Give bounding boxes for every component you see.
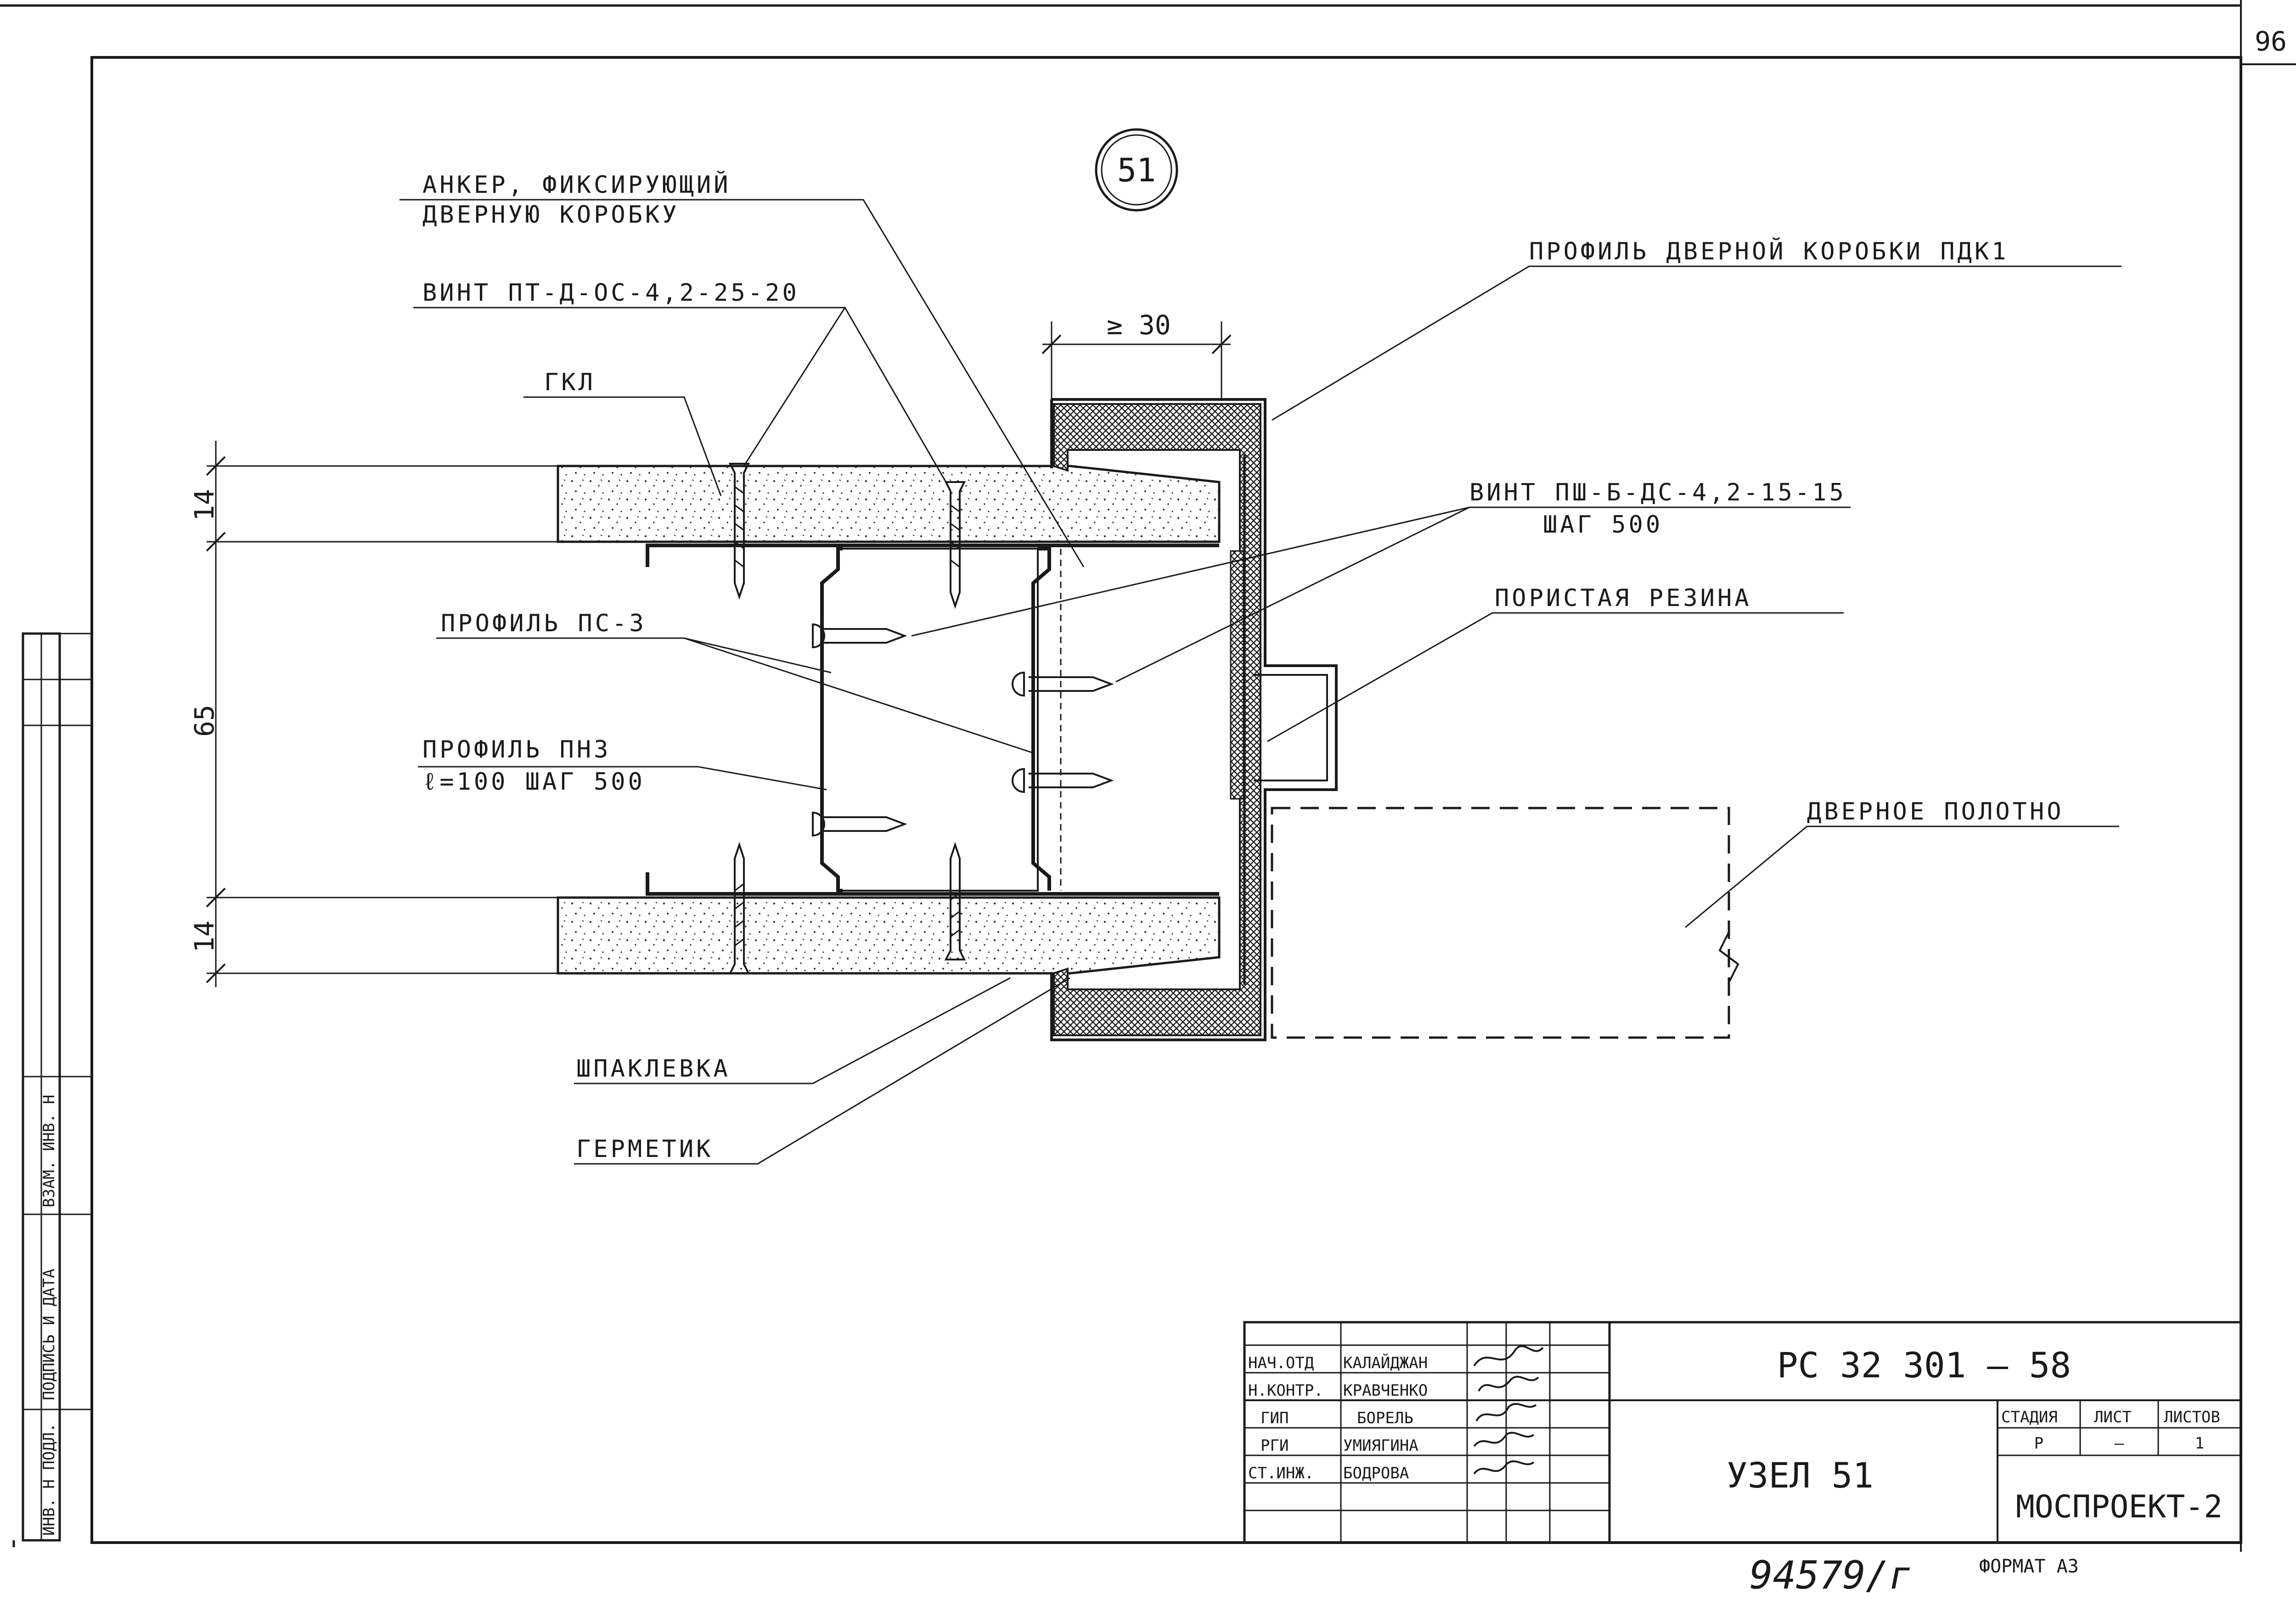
label-door-frame-profile: ПРОФИЛЬ ДВЕРНОЙ КОРОБКИ ПДК1 bbox=[1529, 237, 2009, 265]
label-anchor-1: АНКЕР, ФИКСИРУЮЩИЙ bbox=[422, 171, 731, 199]
label-screw-pt: ВИНТ ПТ-Д-ОС-4,2-25-20 bbox=[422, 279, 799, 307]
side-stamp bbox=[12, 632, 92, 1547]
wall-continuation-lines bbox=[207, 465, 558, 974]
tb-col-sheet: ЛИСТ bbox=[2094, 1408, 2132, 1426]
tb-col-stage: СТАДИЯ bbox=[2001, 1408, 2058, 1426]
label-door-leaf: ДВЕРНОЕ ПОЛОТНО bbox=[1807, 798, 2064, 825]
label-gkl: ГКЛ bbox=[544, 369, 596, 396]
tb-role-3: РГИ bbox=[1261, 1437, 1289, 1455]
tb-role-1: Н.КОНТР. bbox=[1248, 1381, 1323, 1400]
label-profile-pn3-2: ℓ=100 ШАГ 500 bbox=[422, 768, 645, 796]
dim-top-board: 14 bbox=[189, 489, 220, 521]
label-profile-pn3-1: ПРОФИЛЬ ПН3 bbox=[422, 736, 611, 763]
track-profile-top bbox=[646, 544, 1219, 567]
tb-name-2: БОРЕЛЬ bbox=[1357, 1409, 1413, 1427]
stamp-original-inv: ИНВ. Н ПОДЛ. bbox=[40, 1423, 58, 1536]
tb-name-1: КРАВЧЕНКО bbox=[1343, 1381, 1428, 1400]
screw-psh-2 bbox=[812, 811, 907, 837]
label-putty: ШПАКЛЕВКА bbox=[576, 1055, 731, 1083]
tb-sheet: — bbox=[2115, 1434, 2124, 1453]
label-sealant: ГЕРМЕТИК bbox=[576, 1135, 713, 1163]
rubber-gasket bbox=[1230, 550, 1244, 800]
label-screw-psh-2: ШАГ 500 bbox=[1543, 511, 1663, 539]
dim-frame-min: ≥ 30 bbox=[1107, 309, 1171, 341]
screw-pt-1 bbox=[728, 463, 750, 600]
screw-pt-3 bbox=[728, 842, 750, 974]
tb-stage: Р bbox=[2034, 1434, 2043, 1453]
tb-role-2: ГИП bbox=[1261, 1409, 1289, 1427]
stamp-signature-date: ПОДПИСЬ И ДАТА bbox=[40, 1269, 58, 1400]
gypsum-board-top bbox=[557, 465, 1221, 543]
sheet-border bbox=[0, 0, 2296, 1552]
label-anchor-2: ДВЕРНУЮ КОРОБКУ bbox=[422, 201, 680, 229]
tb-name-4: БОДРОВА bbox=[1343, 1464, 1409, 1482]
track-profile-bottom bbox=[646, 872, 1219, 896]
label-profile-ps3: ПРОФИЛЬ ПС-3 bbox=[441, 610, 647, 637]
detail-number: 51 bbox=[1117, 152, 1156, 189]
screw-psh-3 bbox=[1012, 671, 1114, 697]
detail-bubble bbox=[1095, 128, 1178, 212]
label-porous-rubber: ПОРИСТАЯ РЕЗИНА bbox=[1495, 584, 1752, 612]
door-leaf-break bbox=[1718, 932, 1739, 983]
stud-profile bbox=[820, 547, 1062, 893]
sheet-number: 96 bbox=[2255, 26, 2287, 57]
dimension-left bbox=[206, 441, 226, 987]
footer-format: ФОРМАТ А3 bbox=[1979, 1556, 2079, 1577]
tb-document-code: РС 32 301 — 58 bbox=[1777, 1345, 2071, 1386]
screw-psh-4 bbox=[1012, 768, 1114, 793]
label-screw-psh-1: ВИНТ ПШ-Б-ДС-4,2-15-15 bbox=[1469, 479, 1846, 506]
footer-inventory: 94579/г bbox=[1750, 1553, 1912, 1598]
tb-title: УЗЕЛ 51 bbox=[1727, 1455, 1874, 1496]
screw-psh-1 bbox=[812, 623, 907, 649]
stamp-replacement-inv: ВЗАМ. ИНВ. Н bbox=[40, 1095, 58, 1207]
gypsum-board-bottom bbox=[557, 896, 1221, 975]
tb-role-4: СТ.ИНЖ. bbox=[1248, 1464, 1314, 1482]
screw-pt-2 bbox=[944, 481, 966, 609]
screw-pt-4 bbox=[944, 842, 966, 960]
door-leaf bbox=[1271, 807, 1730, 1039]
title-block bbox=[1243, 1321, 2242, 1544]
tb-role-0: НАЧ.ОТД bbox=[1248, 1354, 1314, 1372]
tb-organization: МОСПРОЕКТ-2 bbox=[2016, 1489, 2223, 1525]
tb-sheets: 1 bbox=[2195, 1434, 2204, 1453]
tb-col-sheets: ЛИСТОВ bbox=[2164, 1408, 2220, 1426]
dimension-frame-depth bbox=[1041, 321, 1232, 399]
dim-bottom-board: 14 bbox=[189, 921, 220, 953]
door-frame-profile bbox=[1050, 398, 1338, 1041]
leader-lines bbox=[400, 199, 2122, 1165]
tb-name-0: КАЛАЙДЖАН bbox=[1343, 1353, 1428, 1372]
dim-stud: 65 bbox=[189, 705, 220, 737]
tb-name-3: УМИЯГИНА bbox=[1343, 1437, 1418, 1455]
signatures bbox=[1473, 1345, 1544, 1475]
